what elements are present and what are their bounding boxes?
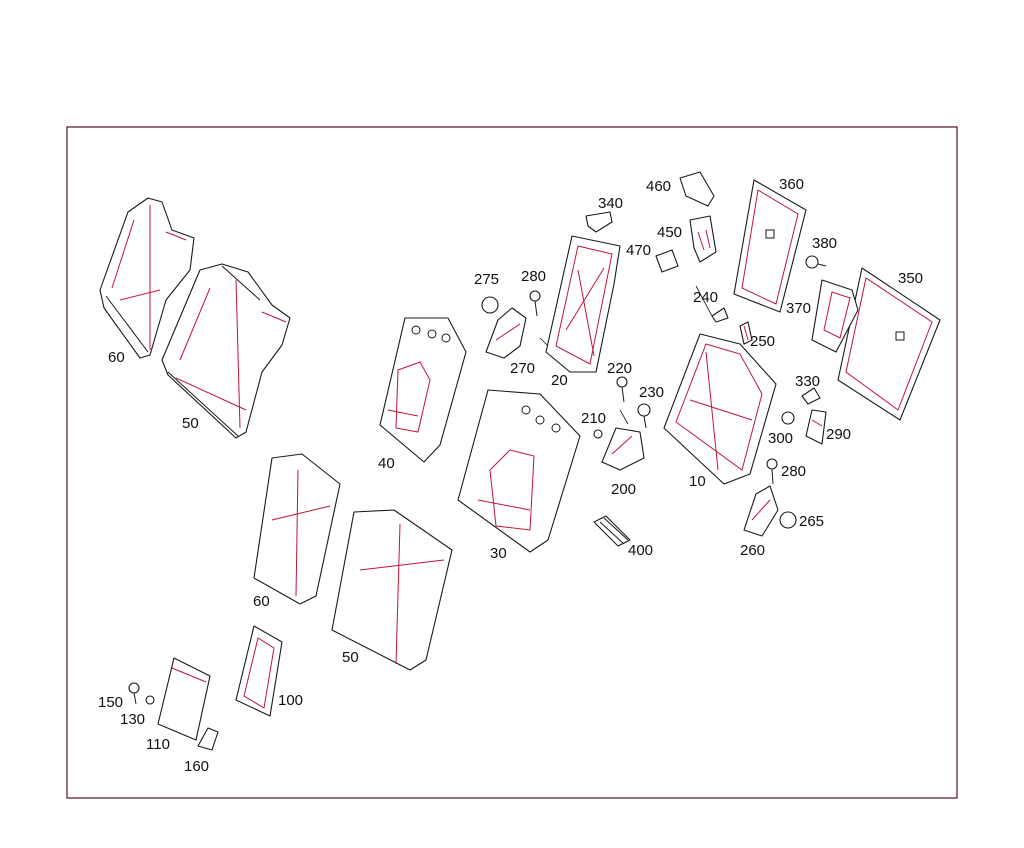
callout-240: 240 <box>693 289 718 306</box>
part-230-bolt[interactable] <box>637 403 651 429</box>
callout-360: 360 <box>779 176 804 193</box>
callout-20: 20 <box>551 372 568 389</box>
callout-60-lower: 60 <box>253 593 270 610</box>
callout-60-upper: 60 <box>108 349 125 366</box>
part-460-cover[interactable] <box>679 171 715 207</box>
part-380-screw[interactable] <box>805 255 827 269</box>
callout-100: 100 <box>278 692 303 709</box>
part-60-cover-upper[interactable] <box>99 197 195 359</box>
part-280-bolt-lower[interactable] <box>766 458 778 485</box>
part-150-bolt[interactable] <box>128 682 140 705</box>
callout-460: 460 <box>646 178 671 195</box>
part-220-bolt[interactable] <box>616 376 628 403</box>
callout-110: 110 <box>146 736 170 753</box>
part-350-panel[interactable] <box>837 267 941 421</box>
diagram-frame <box>66 126 958 799</box>
callout-150: 150 <box>98 694 123 711</box>
part-160-clip[interactable] <box>197 727 219 751</box>
part-240-clip[interactable] <box>711 307 729 323</box>
part-100-frame[interactable] <box>235 625 283 717</box>
callout-400: 400 <box>628 542 653 559</box>
part-130-nut[interactable] <box>145 695 155 705</box>
part-450-latch[interactable] <box>689 215 717 263</box>
part-275-ring[interactable] <box>481 296 499 314</box>
part-200-bracket[interactable] <box>601 427 645 471</box>
callout-280-lower: 280 <box>781 463 806 480</box>
part-340-clip[interactable] <box>585 211 613 233</box>
part-280-bolt-upper[interactable] <box>529 290 541 317</box>
callout-450: 450 <box>657 224 682 241</box>
callout-380: 380 <box>812 235 837 252</box>
part-50-cover-upper[interactable] <box>161 263 291 439</box>
part-330-clip[interactable] <box>801 387 821 405</box>
callout-230: 230 <box>639 384 664 401</box>
callout-10: 10 <box>689 473 706 490</box>
callout-160: 160 <box>184 758 209 775</box>
part-50-cover-lower[interactable] <box>331 509 453 671</box>
part-270-bracket[interactable] <box>485 307 527 359</box>
callout-270: 270 <box>510 360 535 377</box>
part-290-part[interactable] <box>805 409 827 445</box>
callout-50-upper: 50 <box>182 415 199 432</box>
part-265-ring[interactable] <box>779 511 797 529</box>
callout-130: 130 <box>120 711 145 728</box>
callout-370: 370 <box>786 300 811 317</box>
part-30-backrest[interactable] <box>457 389 581 553</box>
part-60-cover-lower[interactable] <box>253 453 341 605</box>
callout-220: 220 <box>607 360 632 377</box>
part-470-cap[interactable] <box>655 249 679 273</box>
part-370-bracket[interactable] <box>811 279 859 353</box>
part-260-bracket[interactable] <box>743 485 779 537</box>
part-400-pad[interactable] <box>593 515 631 547</box>
callout-260: 260 <box>740 542 765 559</box>
part-210-nut[interactable] <box>593 429 603 439</box>
callout-280-upper: 280 <box>521 268 546 285</box>
part-110-armrest[interactable] <box>157 657 211 741</box>
leader-lines <box>539 285 713 425</box>
part-300-nut[interactable] <box>781 411 795 425</box>
callout-275: 275 <box>474 271 499 288</box>
part-10-frame[interactable] <box>663 333 777 485</box>
callout-340: 340 <box>598 195 623 212</box>
part-250-bolt[interactable] <box>739 321 753 345</box>
callout-470: 470 <box>626 242 651 259</box>
part-40-backrest[interactable] <box>379 317 467 463</box>
callout-265: 265 <box>799 513 824 530</box>
callout-50-lower: 50 <box>342 649 359 666</box>
callout-300: 300 <box>768 430 793 447</box>
part-20-frame[interactable] <box>545 235 621 373</box>
callout-200: 200 <box>611 481 636 498</box>
callout-40: 40 <box>378 455 395 472</box>
callout-290: 290 <box>826 426 851 443</box>
callout-30: 30 <box>490 545 507 562</box>
callout-330: 330 <box>795 373 820 390</box>
callout-210: 210 <box>581 410 606 427</box>
part-360-panel[interactable] <box>733 179 807 313</box>
callout-350: 350 <box>898 270 923 287</box>
callout-250: 250 <box>750 333 775 350</box>
